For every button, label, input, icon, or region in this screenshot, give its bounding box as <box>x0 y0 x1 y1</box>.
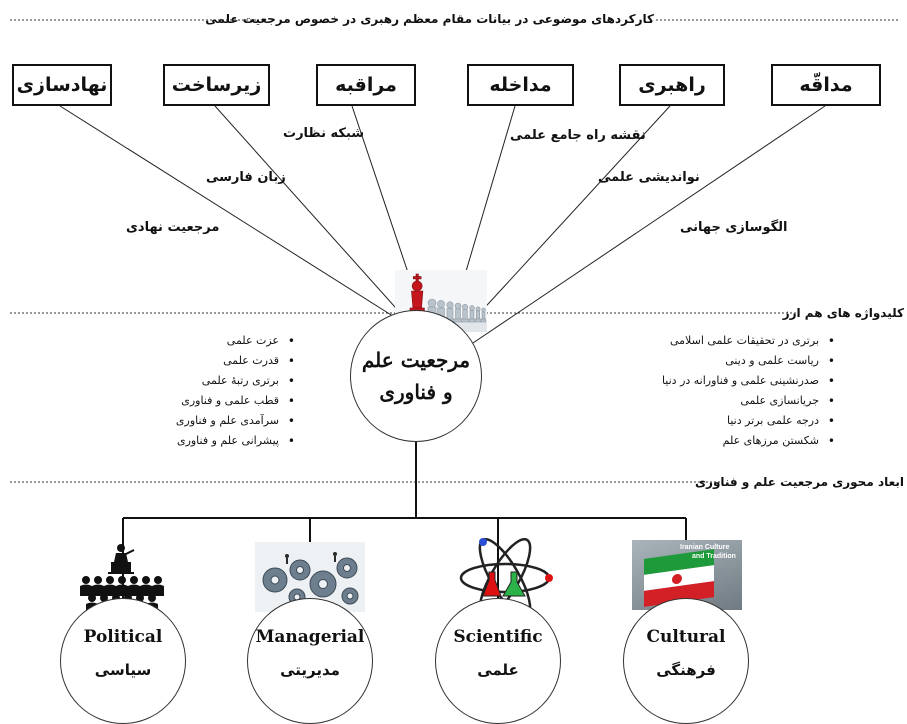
function-box-leadership: راهبری <box>619 64 725 106</box>
keyword-right-5: درجه علمی برتر دنیا <box>625 411 835 431</box>
function-box-institution-building: نهادسازی <box>12 64 112 106</box>
branch-label-monitoring-network: شبکه نظارت <box>283 126 365 141</box>
function-box-scrutiny: مداقّه <box>771 64 881 106</box>
center-title-line1: مرجعیت علم <box>361 348 471 372</box>
dimension-circle-political: Political سیاسی <box>60 598 186 724</box>
keyword-right-2: ریاست علمی و دینی <box>625 351 835 371</box>
dimension-en-cultural: Cultural <box>646 627 726 647</box>
dimension-en-managerial: Managerial <box>255 627 365 647</box>
dimension-circle-cultural: Cultural فرهنگی <box>623 598 749 724</box>
dimension-circle-scientific: Scientific علمی <box>435 598 561 724</box>
branch-label-persian-language: زبان فارسی <box>206 170 286 185</box>
dimension-en-scientific: Scientific <box>453 627 543 647</box>
keyword-right-6: شکستن مرزهای علم <box>625 431 835 451</box>
branch-label-institutional-authority: مرجعیت نهادی <box>126 220 220 235</box>
dimension-fa-scientific: علمی <box>477 661 519 679</box>
keyword-left-4: قطب علمی و فناوری <box>150 391 295 411</box>
branch-label-global-modeling: الگوسازی جهانی <box>680 220 788 235</box>
branch-label-scientific-innovation: نواندیشی علمی <box>598 170 700 185</box>
keyword-left-3: برتری رتبهٔ علمی <box>150 371 295 391</box>
branch-label-comprehensive-roadmap: نقشه راه جامع علمی <box>510 128 646 143</box>
dimension-fa-managerial: مدیریتی <box>280 661 340 679</box>
keyword-left-2: قدرت علمی <box>150 351 295 371</box>
function-box-monitoring: مراقبه <box>316 64 416 106</box>
cultural-image-caption-1: Iranian Culture <box>680 544 730 551</box>
keywords-section-title: کلیدواژه های هم ارز <box>782 306 906 320</box>
scientific-atom-icon <box>459 538 553 614</box>
dimension-fa-political: سیاسی <box>94 661 152 679</box>
dimension-en-political: Political <box>83 627 163 647</box>
center-title-line2: و فناوری <box>379 380 453 404</box>
function-box-infrastructure: زیرساخت <box>163 64 270 106</box>
keywords-left-list: عزت علمی قدرت علمی برتری رتبهٔ علمی قطب … <box>150 331 295 451</box>
dimension-circle-managerial: Managerial مدیریتی <box>247 598 373 724</box>
dimensions-section-title: ابعاد محوری مرجعیت علم و فناوری <box>695 475 906 489</box>
keyword-right-1: برتری در تحقیقات علمی اسلامی <box>625 331 835 351</box>
function-box-intervention: مداخله <box>467 64 574 106</box>
keywords-right-list: برتری در تحقیقات علمی اسلامی ریاست علمی … <box>625 331 835 451</box>
cultural-image-caption-2: and Tradition <box>692 553 736 560</box>
center-circle: مرجعیت علم و فناوری <box>350 310 482 442</box>
keyword-right-3: صدرنشینی علمی و فناورانه در دنیا <box>625 371 835 391</box>
dimension-fa-cultural: فرهنگی <box>656 661 716 679</box>
keyword-left-5: سرآمدی علم و فناوری <box>150 411 295 431</box>
keyword-left-6: پیشرانی علم و فناوری <box>150 431 295 451</box>
keyword-left-1: عزت علمی <box>150 331 295 351</box>
header-title: کارکردهای موضوعی در بیانات مقام معظم رهب… <box>205 12 656 26</box>
keyword-right-4: جریانسازی علمی <box>625 391 835 411</box>
cultural-flag-image: Iranian Culture and Tradition <box>632 540 742 610</box>
